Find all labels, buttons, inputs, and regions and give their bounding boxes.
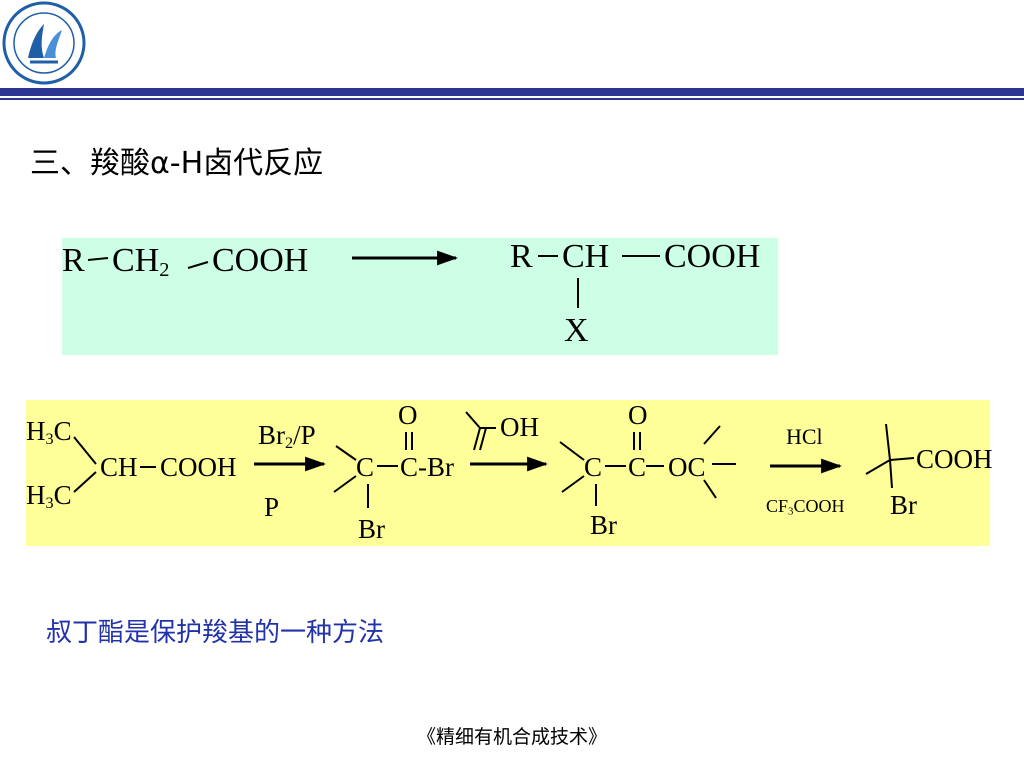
int1-br: Br: [358, 514, 385, 544]
note-text: 叔丁酯是保护羧基的一种方法: [46, 618, 385, 648]
int2-oc: OC: [668, 452, 706, 482]
header-bar: [0, 88, 1024, 96]
methyl-bottom: H3C: [26, 480, 72, 513]
school-seal-logo: [2, 1, 86, 85]
product-ch: CH: [562, 238, 610, 275]
product-x: X: [564, 312, 589, 349]
product-cooh: COOH: [664, 238, 761, 275]
step2-reagent: OH: [500, 412, 539, 442]
step3-reagent-bottom: CF3COOH: [766, 496, 845, 518]
reactant-cooh: COOH: [212, 242, 309, 279]
int2-o: O: [628, 400, 648, 430]
int2-br: Br: [590, 510, 617, 540]
int1-o: O: [398, 400, 418, 430]
slide-title: 三、羧酸α-H卤代反应: [30, 146, 324, 181]
step1-reagent-top: Br2/P: [258, 420, 316, 453]
step1-reagent-bottom: P: [264, 492, 280, 522]
methyl-top: H3C: [26, 416, 72, 449]
start-cooh: COOH: [160, 452, 237, 482]
footer-text: 《精细有机合成技术》: [416, 726, 607, 748]
int1-c: C: [356, 452, 375, 482]
final-cooh: COOH: [916, 444, 993, 474]
step3-reagent-top: HCl: [786, 424, 823, 449]
header-divider: [0, 98, 1024, 100]
final-br: Br: [890, 490, 917, 520]
int2-c2: C: [628, 452, 647, 482]
int2-c1: C: [584, 452, 603, 482]
reactant-r: R: [62, 242, 85, 279]
start-ch: CH: [100, 452, 138, 482]
product-r: R: [510, 238, 533, 275]
int1-cbr: C-Br: [400, 452, 454, 482]
reactant-ch2: CH2: [112, 242, 170, 282]
